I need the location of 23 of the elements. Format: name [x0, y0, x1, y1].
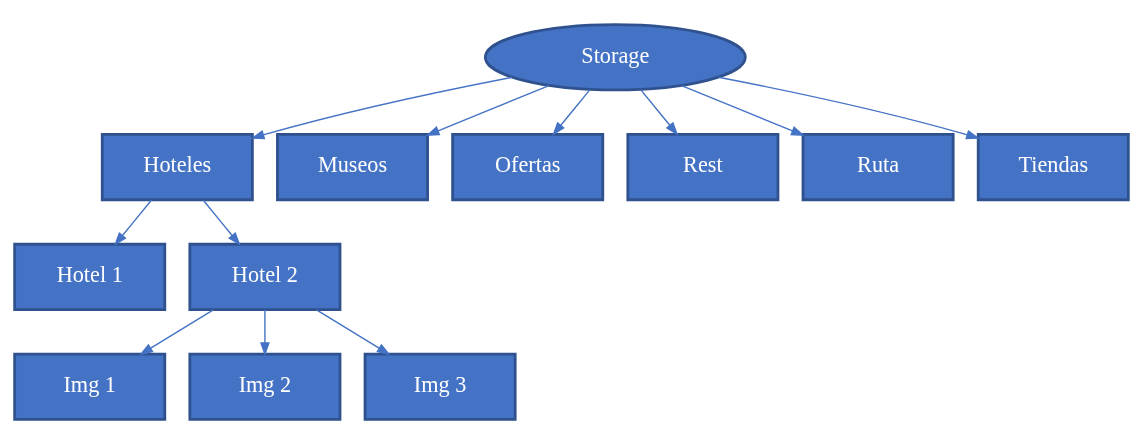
- arrow: [260, 308, 270, 356]
- arrow: [717, 76, 980, 139]
- node-box: Img 3: [363, 352, 517, 421]
- arrow: [315, 308, 391, 355]
- arrow: [639, 88, 679, 136]
- arrow: [250, 76, 513, 139]
- node-box: Museos: [276, 132, 429, 201]
- node-box: Ofertas: [451, 132, 605, 201]
- node-ellipse: Storage: [483, 22, 747, 91]
- arrow: [425, 84, 550, 136]
- arrow: [139, 308, 214, 355]
- arrow: [202, 198, 241, 246]
- node-box: Ruta: [801, 132, 955, 201]
- node-box: Hotel 1: [13, 242, 167, 311]
- node-box: Rest: [626, 132, 780, 201]
- arrow: [680, 84, 805, 136]
- node-box: Img 1: [13, 352, 167, 421]
- node-box: Img 2: [188, 352, 342, 421]
- arrow: [114, 198, 153, 246]
- node-box: Hotel 2: [188, 242, 342, 311]
- arrow: [552, 88, 591, 136]
- node-box: Tiendas: [976, 132, 1130, 201]
- node-box: Hoteles: [100, 132, 254, 201]
